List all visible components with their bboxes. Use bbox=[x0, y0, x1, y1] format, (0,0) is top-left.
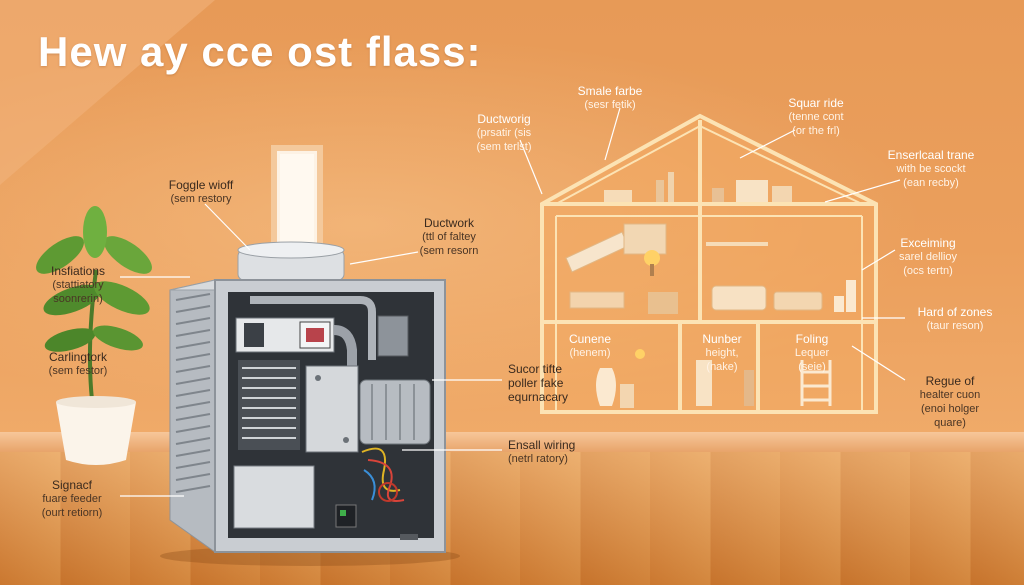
potted-plant-illustration bbox=[36, 206, 152, 465]
label-smale-title: Smale farbe bbox=[577, 84, 643, 98]
label-smale-sub: (sesr fetik) bbox=[584, 99, 636, 111]
label-carlingtork-title: Carlingtork bbox=[48, 350, 108, 364]
label-cunene-sub: (henem) bbox=[569, 347, 611, 359]
label-signal-sub1: fuare feeder bbox=[42, 493, 102, 505]
label-exceiming-sub1: sarel dellioy bbox=[898, 251, 958, 263]
label-insulations: Insfiations (stattiatory soonrerin) bbox=[28, 264, 128, 306]
label-smale: Smale farbe (sesr fetik) bbox=[560, 84, 660, 112]
label-enserical: Enserlcaal trane with be scockt (ean rec… bbox=[874, 148, 988, 190]
label-sucor-sub1: poller fake bbox=[508, 376, 564, 390]
label-regue-sub2: (enoi holger bbox=[920, 403, 980, 415]
label-ductwork-unit: Ductwork (ttl of faltey (sem resorn bbox=[396, 216, 502, 258]
label-squar: Squar ride (tenne cont (or the frl) bbox=[766, 96, 866, 138]
label-squar-sub1: (tenne cont bbox=[788, 111, 844, 123]
label-regue-title: Regue of bbox=[925, 374, 975, 388]
label-signal-title: Signacf bbox=[51, 478, 93, 492]
label-regue-sub1: healter cuon bbox=[919, 389, 981, 401]
label-signal: Signacf fuare feeder (ourt retiorn) bbox=[22, 478, 122, 520]
leader-lines bbox=[120, 107, 906, 497]
label-ductwork-unit-sub2: (sem resorn bbox=[419, 245, 479, 257]
hvac-unit-illustration bbox=[160, 241, 460, 566]
label-foling: Foling Lequer (seie) bbox=[782, 332, 842, 374]
label-ductwork-house-sub1: (prsatir (sis bbox=[476, 127, 532, 139]
label-hard-of-zones: Hard of zones (taur reson) bbox=[902, 305, 1008, 333]
label-number-sub1: height, bbox=[705, 347, 739, 359]
label-number-sub2: (nake) bbox=[706, 361, 738, 373]
label-insulations-sub2: soonrerin) bbox=[53, 293, 103, 305]
label-insulations-sub1: (stattiatory bbox=[52, 279, 104, 291]
label-insulations-title: Insfiations bbox=[50, 264, 106, 278]
label-ductwork-house-sub2: (sem terlst) bbox=[476, 141, 532, 153]
label-exceiming-sub2: (ocs tertn) bbox=[903, 265, 953, 277]
label-sucor: Sucor tifte poller fake equrnacary bbox=[508, 362, 568, 404]
ceiling-light-beam bbox=[0, 0, 215, 185]
label-number-height: Nunber height, (nake) bbox=[692, 332, 752, 374]
label-enserical-sub2: (ean recby) bbox=[903, 177, 959, 189]
label-sucor-sub2: equrnacary bbox=[508, 390, 569, 404]
label-ensall-wiring: Ensall wiring (netrl ratory) bbox=[508, 438, 575, 466]
label-ensall-sub: (netrl ratory) bbox=[508, 453, 568, 465]
label-enserical-sub1: with be scockt bbox=[896, 163, 966, 175]
label-cunene: Cunene (henem) bbox=[560, 332, 620, 360]
label-number-title: Nunber bbox=[702, 332, 742, 346]
label-squar-sub2: (or the frl) bbox=[792, 125, 840, 137]
label-ductwork-house-title: Ductworig bbox=[477, 112, 531, 126]
label-foggle-vent: Foggle wioff (sem restory bbox=[150, 178, 252, 206]
label-hard-of-zones-sub: (taur reson) bbox=[926, 320, 984, 332]
label-ductwork-house: Ductworig (prsatir (sis (sem terlst) bbox=[454, 112, 554, 154]
house-furniture bbox=[565, 172, 856, 408]
label-hard-of-zones-title: Hard of zones bbox=[917, 305, 993, 319]
label-exceiming: Exceiming sarel dellioy (ocs tertn) bbox=[878, 236, 978, 278]
label-foling-sub1: Lequer bbox=[794, 347, 830, 359]
label-enserical-title: Enserlcaal trane bbox=[887, 148, 975, 162]
label-carlingtork-sub: (sem festor) bbox=[48, 365, 108, 377]
label-ductwork-unit-sub1: (ttl of faltey bbox=[422, 231, 476, 243]
label-foling-sub2: (seie) bbox=[798, 361, 826, 373]
page-title: Hew ay cce ost flass: bbox=[38, 28, 482, 75]
label-cunene-title: Cunene bbox=[568, 332, 612, 346]
label-signal-sub2: (ourt retiorn) bbox=[41, 507, 103, 519]
label-foggle-sub: (sem restory bbox=[170, 193, 232, 205]
label-sucor-title: Sucor tifte bbox=[508, 362, 563, 376]
label-regue: Regue of healter cuon (enoi holger quare… bbox=[898, 374, 1002, 430]
label-foggle-title: Foggle wioff bbox=[168, 178, 234, 192]
label-carlingtork: Carlingtork (sem festor) bbox=[28, 350, 128, 378]
label-exceiming-title: Exceiming bbox=[900, 236, 956, 250]
label-ensall-title: Ensall wiring bbox=[508, 438, 576, 452]
label-foling-title: Foling bbox=[795, 332, 829, 346]
label-ductwork-unit-title: Ductwork bbox=[423, 216, 474, 230]
window-illustration bbox=[271, 145, 323, 261]
label-regue-sub3: quare) bbox=[934, 417, 966, 429]
label-squar-title: Squar ride bbox=[788, 96, 844, 110]
